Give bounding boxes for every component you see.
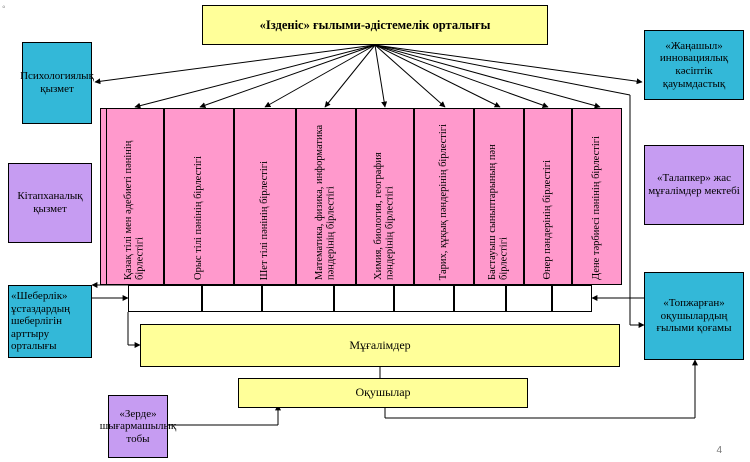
psych-label: Психологиялық қызмет [20,70,94,95]
column-8: Дене тәрбиесі пәнінің бірлестігі [572,108,622,285]
topzhargan-label: «Топжарған» оқушылардың ғылыми қоғамы [656,297,732,335]
column-6-label: Бастауыш сыныптарының пән бірлестігі [487,144,510,280]
sheberlik-box: «Шеберлік» ұстаздардың шеберлігін арттыр… [8,285,92,358]
page-number: 4 [716,445,722,456]
grid-cell [454,285,506,312]
corner-mark: ◦ [2,2,6,13]
library-box: Кітапханалық қызмет [8,163,92,243]
column-7: Өнер пәндерінің бірлестігі [524,108,572,285]
grid-cell [552,285,592,312]
column-4-label: Химия, биология, география пәндерінің бі… [373,152,396,280]
students-label: Оқушылар [355,385,411,400]
center-title: «Ізденіс» ғылыми-әдістемелік орталығы [259,17,491,32]
column-1-label: Орыс тілі пәнінің бірлестігі [193,156,205,280]
grid-cell [394,285,454,312]
zerde-label: «Зерде» шығармашылық тобы [99,407,177,445]
psych-box: Психологиялық қызмет [20,42,94,124]
topzhargan-box: «Топжарған» оқушылардың ғылыми қоғамы [644,272,744,360]
column-5-label: Тарих, құқық пәндерінің бірлестігі [438,123,450,280]
column-6: Бастауыш сыныптарының пән бірлестігі [474,108,524,285]
center-title-box: «Ізденіс» ғылыми-әдістемелік орталығы [202,5,548,45]
zhanashyl-label: «Жаңашыл» инновациялық кәсіптік қауымдас… [659,39,729,90]
column-2: Шет тілі пәнінің бірлестігі [234,108,296,285]
grid-cell [202,285,262,312]
grid-cell [506,285,552,312]
students-box: Оқушылар [238,378,528,408]
column-0-label: Қазақ тілі мен әдебиеті пәнінің бірлесті… [123,140,146,280]
column-1: Орыс тілі пәнінің бірлестігі [164,108,234,285]
grid-cell [262,285,334,312]
library-label: Кітапханалық қызмет [17,190,83,215]
zerde-box: «Зерде» шығармашылық тобы [100,395,176,458]
zhanashyl-box: «Жаңашыл» инновациялық кәсіптік қауымдас… [644,30,744,100]
column-4: Химия, биология, география пәндерінің бі… [356,108,414,285]
talapker-label: «Талапкер» жас мұғалімдер мектебі [648,172,740,197]
talapker-box: «Талапкер» жас мұғалімдер мектебі [644,145,744,225]
column-5: Тарих, құқық пәндерінің бірлестігі [414,108,474,285]
column-8-label: Дене тәрбиесі пәнінің бірлестігі [591,136,603,280]
grid-cell [128,285,202,312]
column-0: Қазақ тілі мен әдебиеті пәнінің бірлесті… [106,108,164,285]
column-3: Математика, физика, информатика пәндерін… [296,108,356,285]
sheberlik-label: «Шеберлік» ұстаздардың шеберлігін арттыр… [11,289,71,353]
column-3-label: Математика, физика, информатика пәндерін… [314,124,337,280]
teachers-label: Мұғалімдер [349,337,411,352]
column-7-label: Өнер пәндерінің бірлестігі [542,160,554,280]
teachers-box: Мұғалімдер [140,324,620,367]
grid-cell [334,285,394,312]
column-2-label: Шет тілі пәнінің бірлестігі [259,160,271,280]
